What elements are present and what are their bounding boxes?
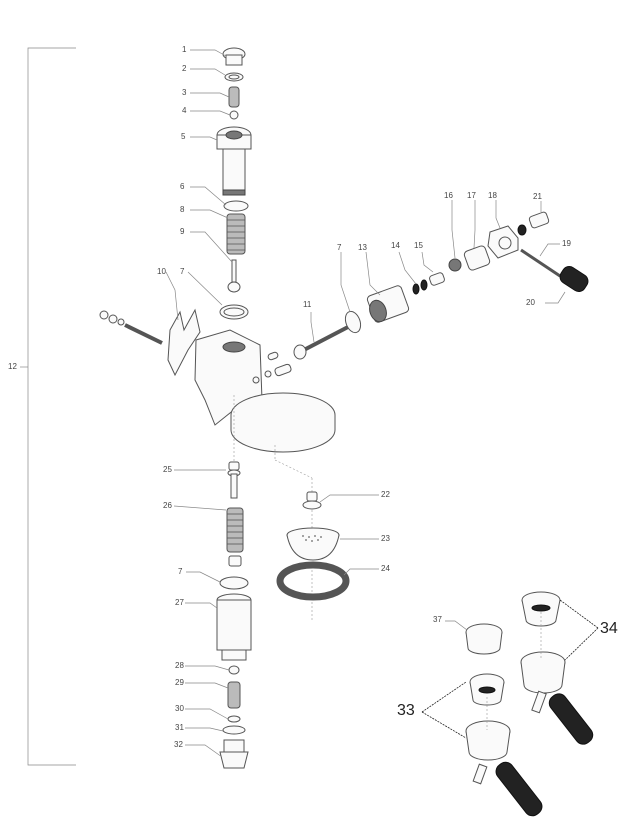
label-part-23: 23 xyxy=(381,534,390,543)
label-part-14: 14 xyxy=(391,241,400,250)
label-part-7-lever: 7 xyxy=(337,243,342,252)
label-part-33: 33 xyxy=(397,702,415,719)
label-part-10: 10 xyxy=(157,267,166,276)
portafilter-inset xyxy=(421,591,599,817)
label-part-4: 4 xyxy=(182,106,187,115)
label-part-6: 6 xyxy=(180,182,185,191)
group-body xyxy=(99,308,336,453)
label-part-26: 26 xyxy=(163,501,172,510)
label-part-11: 11 xyxy=(303,300,312,309)
leader-lines xyxy=(165,49,566,758)
label-part-7-upper: 7 xyxy=(180,267,185,276)
label-part-21: 21 xyxy=(533,192,542,201)
bracket-12 xyxy=(20,47,76,766)
label-part-19: 19 xyxy=(562,239,571,248)
label-part-30: 30 xyxy=(175,704,184,713)
label-part-3: 3 xyxy=(182,88,187,97)
lower-valve-stack xyxy=(216,395,252,769)
label-12: 12 xyxy=(8,362,17,371)
upper-valve-stack xyxy=(216,47,252,320)
label-part-5: 5 xyxy=(181,132,186,141)
label-part-29: 29 xyxy=(175,678,184,687)
label-part-32: 32 xyxy=(174,740,183,749)
label-part-22: 22 xyxy=(381,490,390,499)
label-part-20: 20 xyxy=(526,298,535,307)
label-part-24: 24 xyxy=(381,564,390,573)
label-part-15: 15 xyxy=(414,241,423,250)
label-part-25: 25 xyxy=(163,465,172,474)
label-part-1: 1 xyxy=(182,45,187,54)
label-part-27: 27 xyxy=(175,598,184,607)
lever-assembly xyxy=(293,211,589,360)
label-part-34: 34 xyxy=(600,620,618,637)
label-part-9: 9 xyxy=(180,227,185,236)
label-part-7-lower: 7 xyxy=(178,567,183,576)
label-part-13: 13 xyxy=(358,243,367,252)
label-part-18: 18 xyxy=(488,191,497,200)
shower-gasket-group xyxy=(274,445,350,620)
label-part-16: 16 xyxy=(444,191,453,200)
label-part-31: 31 xyxy=(175,723,184,732)
label-part-17: 17 xyxy=(467,191,476,200)
label-part-28: 28 xyxy=(175,661,184,670)
label-part-37: 37 xyxy=(433,615,442,624)
label-part-8: 8 xyxy=(180,205,185,214)
label-part-2: 2 xyxy=(182,64,187,73)
